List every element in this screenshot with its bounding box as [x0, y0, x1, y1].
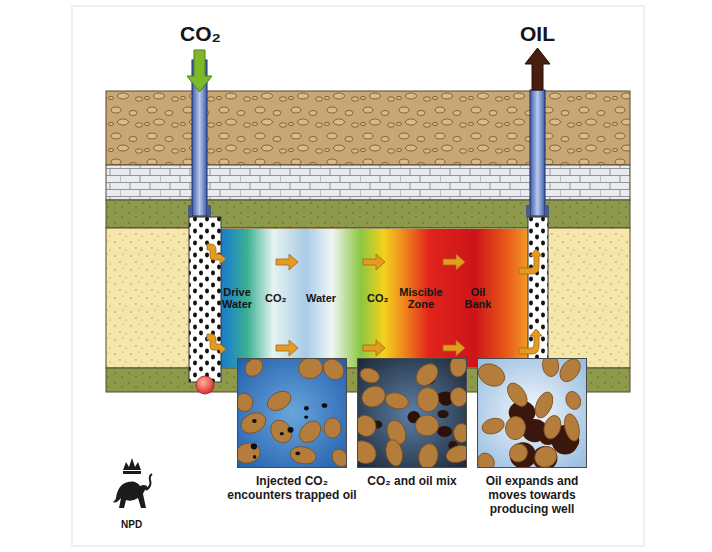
flow-arrows [207, 244, 542, 356]
zone-label: Oil Bank [458, 286, 498, 310]
pore-inset [357, 358, 467, 468]
flood-front-gradient [208, 229, 530, 367]
injection-label: CO₂ [180, 22, 221, 45]
inset-caption: CO₂ and oil mix [347, 474, 477, 488]
pore-inset [477, 358, 587, 468]
rock-strata [106, 91, 630, 392]
zone-label: CO₂ [265, 292, 286, 304]
production-arrow [525, 48, 550, 90]
zone-label: Water [306, 292, 336, 304]
inset-caption: Injected CO₂ encounters trapped oil [227, 474, 357, 502]
pore-inset-panel: CO₂ and oil mix [347, 358, 477, 488]
zone-label: CO₂ [367, 292, 388, 304]
pore-inset [237, 358, 347, 468]
frame [72, 6, 644, 546]
production-label: OIL [520, 22, 555, 45]
logo-label: NPD [121, 519, 142, 530]
pore-inset-panel: Injected CO₂ encounters trapped oil [227, 358, 357, 502]
zone-label: Miscible Zone [395, 286, 447, 310]
production-well [526, 90, 549, 367]
zone-label: Drive Water [217, 286, 257, 310]
pore-inset-panel: Oil expands and moves towards producing … [467, 358, 597, 516]
inset-caption: Oil expands and moves towards producing … [467, 474, 597, 516]
npd-logo [113, 458, 152, 508]
injection-arrow [187, 50, 212, 92]
